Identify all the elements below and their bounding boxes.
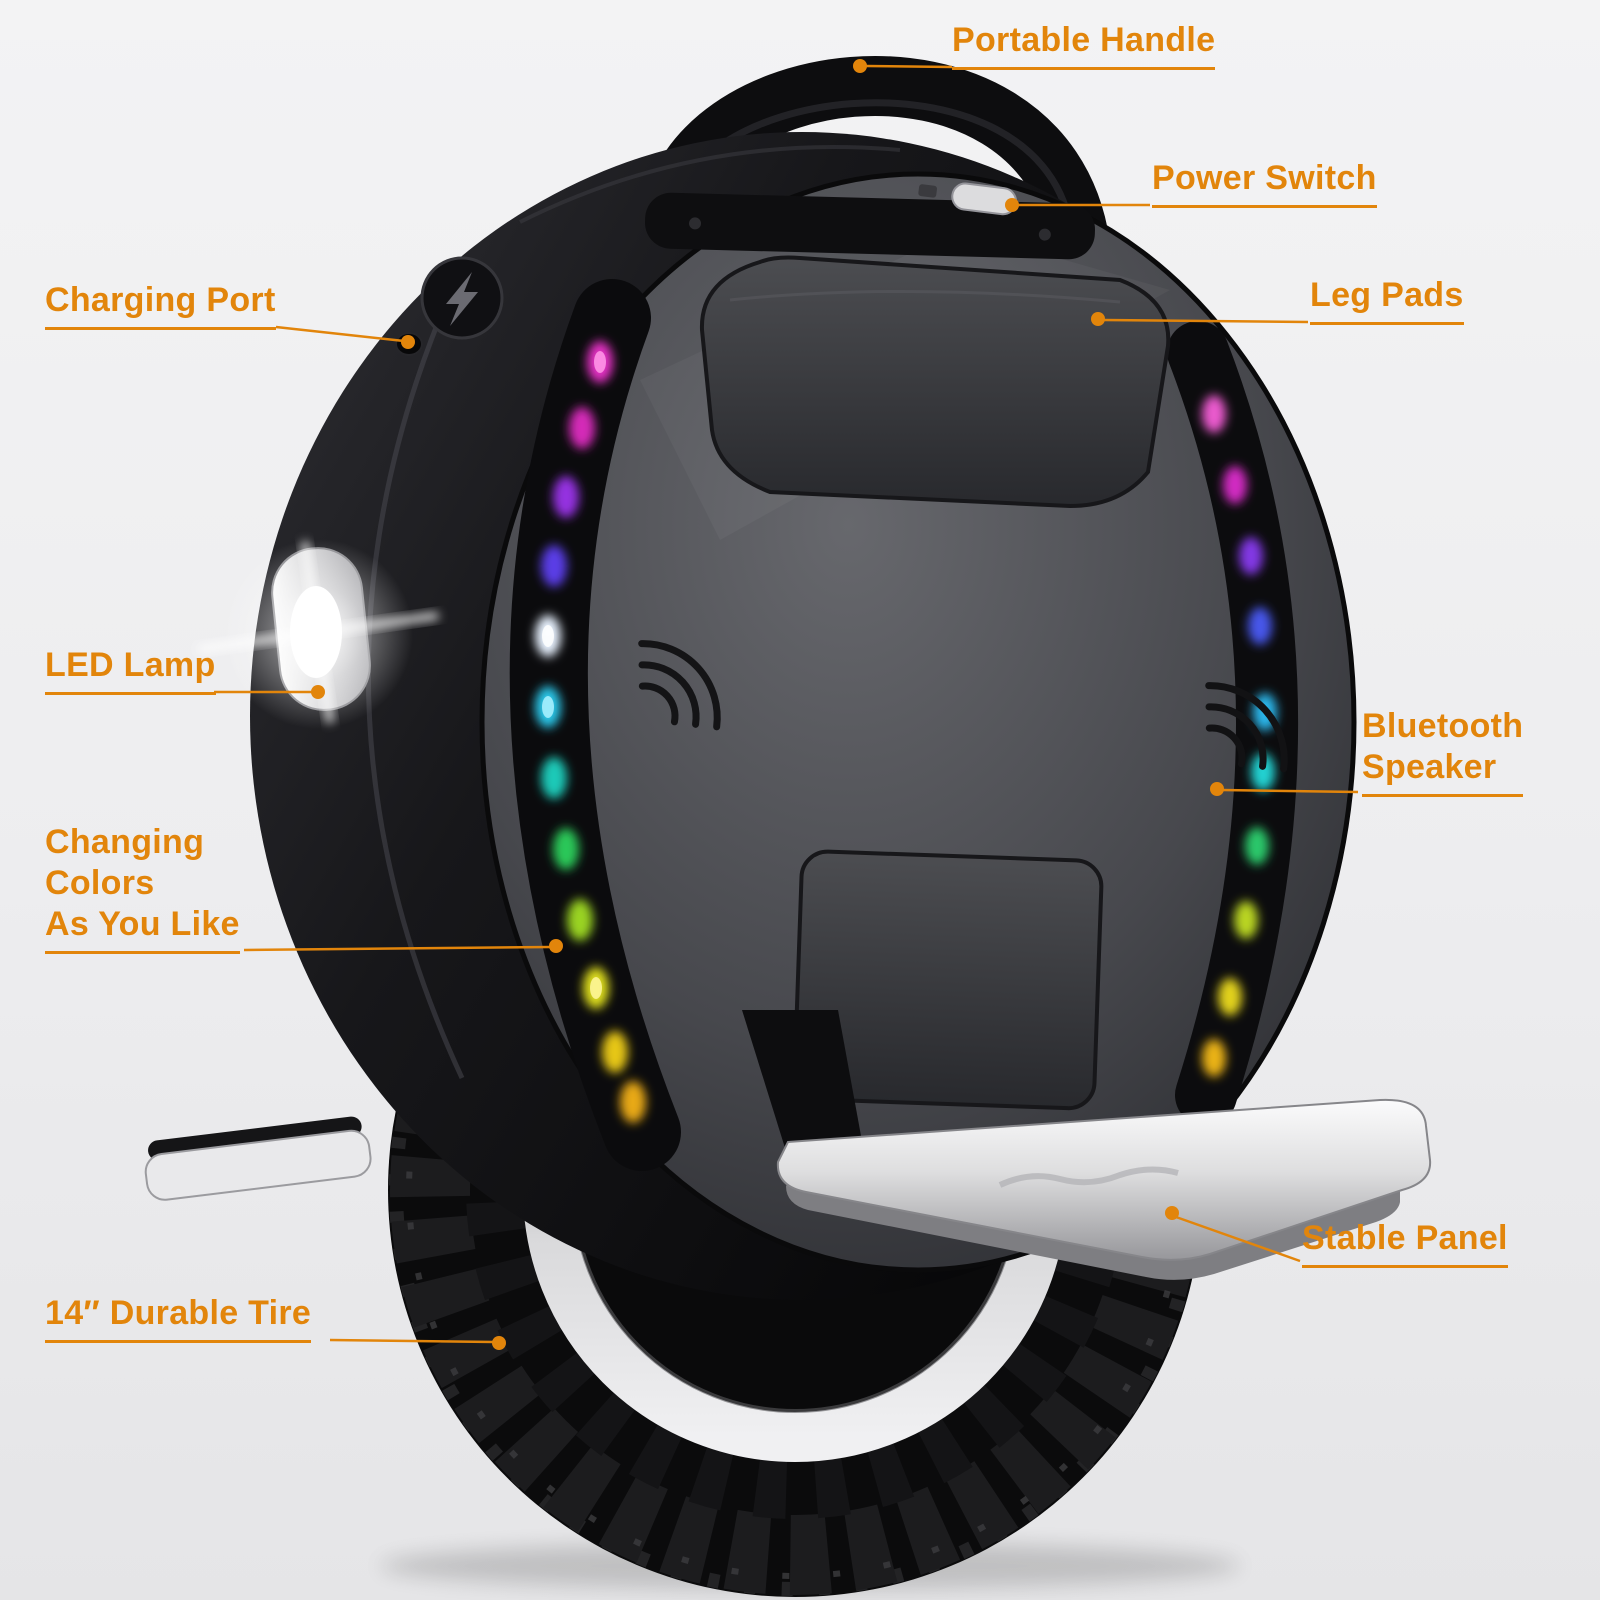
label-led-lamp: LED Lamp (45, 645, 216, 695)
leg-pad-top (699, 255, 1171, 509)
leader-line-bluetooth-speaker (1221, 788, 1359, 794)
annotation-dot-power-switch (1005, 198, 1019, 212)
light-flare-icon (197, 540, 439, 724)
label-line: Colors (45, 864, 155, 902)
leader-line-portable-handle (865, 64, 953, 69)
leader-line-charging-port (275, 325, 405, 343)
annotation-dot-leg-pads (1091, 312, 1105, 326)
power-switch (918, 182, 1017, 216)
label-durable-tire: 14″ Durable Tire (45, 1293, 312, 1343)
label-line: Changing (45, 823, 205, 861)
annotation-dot-charging-port (401, 335, 415, 349)
annotation-dot-durable-tire (492, 1336, 506, 1350)
label-portable-handle: Portable Handle (952, 20, 1216, 70)
leader-line-stable-panel (1175, 1215, 1301, 1263)
annotation-dot-stable-panel (1165, 1206, 1179, 1220)
label-bluetooth-speaker: Bluetooth Speaker (1362, 706, 1524, 797)
right-pedal (776, 1098, 1432, 1280)
label-stable-panel: Stable Panel (1302, 1218, 1508, 1268)
label-charging-port: Charging Port (45, 280, 276, 330)
leader-line-leg-pads (1102, 318, 1309, 324)
led-lamp (197, 539, 439, 729)
leg-pad-bottom (792, 849, 1104, 1111)
bluetooth-speaker-icon (1205, 682, 1288, 773)
label-leg-pads: Leg Pads (1310, 275, 1464, 325)
annotation-dot-changing-colors (549, 939, 563, 953)
annotation-dot-portable-handle (853, 59, 867, 73)
label-line: Bluetooth (1362, 707, 1524, 745)
label-line: Speaker (1362, 748, 1497, 786)
led-strip-left (509, 279, 681, 1171)
lightning-icon (446, 272, 478, 326)
leader-line-changing-colors (243, 945, 552, 952)
label-power-switch: Power Switch (1152, 158, 1377, 208)
annotation-dot-bluetooth-speaker (1210, 782, 1224, 796)
speaker-icon-left (638, 640, 721, 731)
annotation-dot-led-lamp (311, 685, 325, 699)
label-line: As You Like (45, 905, 240, 943)
leader-line-durable-tire (329, 1338, 495, 1344)
label-changing-colors: Changing Colors As You Like (45, 822, 240, 954)
left-pedal (144, 1116, 372, 1201)
